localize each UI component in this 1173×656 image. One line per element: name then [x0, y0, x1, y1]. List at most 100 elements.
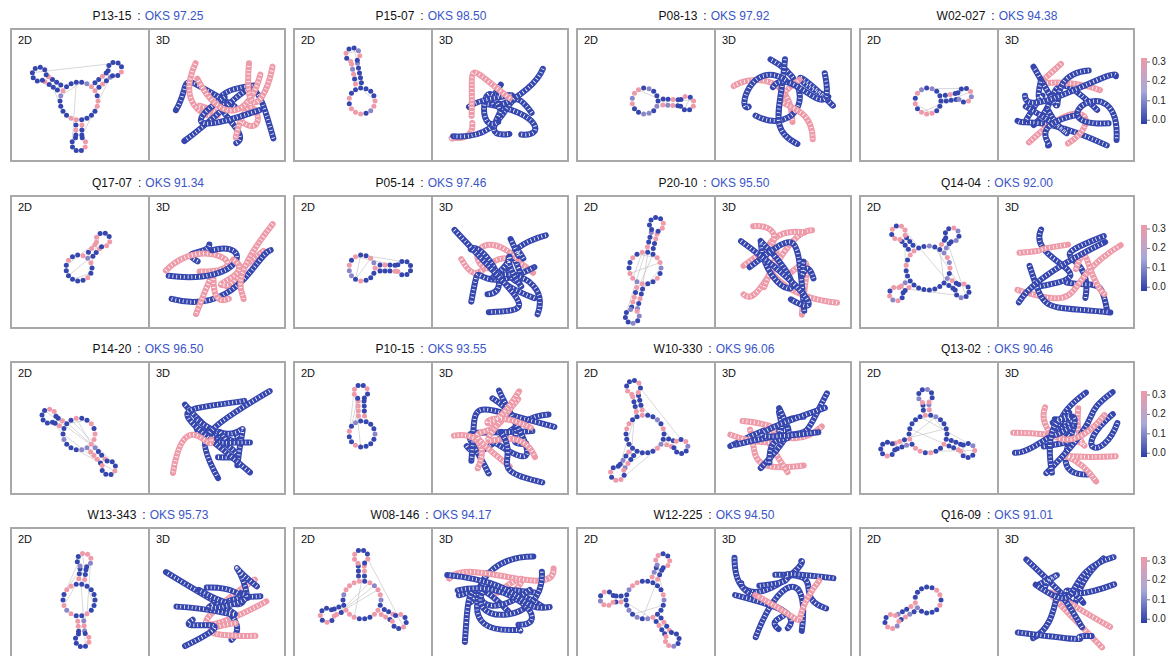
sample-id: W13-343	[88, 508, 137, 522]
rna-3d-drawing	[150, 30, 284, 160]
separator: :	[138, 176, 141, 190]
sample-panel: P14-20:OKS 96.502D3D	[10, 361, 286, 495]
sample-panel: Q17-07:OKS 91.342D3D	[10, 195, 286, 329]
panel-title: P05-14:OKS 97.46	[295, 176, 567, 190]
sample-panel: W10-330:OKS 96.062D3D	[576, 361, 852, 495]
sample-panel: P15-07:OKS 98.502D3D	[293, 28, 569, 162]
tertiary-structure-view: 3D	[431, 529, 567, 656]
tertiary-structure-view: 3D	[148, 529, 284, 656]
view-label: 2D	[301, 533, 315, 545]
view-label: 2D	[301, 201, 315, 213]
rna-2d-drawing	[578, 529, 712, 656]
sample-id: Q14-04	[941, 176, 981, 190]
view-label: 2D	[584, 367, 598, 379]
colorbar-tick-label: 0.1	[1152, 594, 1166, 605]
panel-title: W13-343: OKS 95.73	[12, 508, 284, 522]
tertiary-structure-view: 3D	[997, 197, 1133, 327]
secondary-structure-view: 2D	[578, 529, 714, 656]
oks-score: OKS 95.50	[711, 176, 770, 190]
panel-title: P15-07: OKS 98.50	[295, 9, 567, 23]
panel-title: Q13-02:OKS 90.46	[861, 342, 1133, 356]
rna-2d-drawing	[12, 197, 146, 327]
panel-title: W12-225:OKS 94.50	[578, 508, 850, 522]
secondary-structure-view: 2D	[295, 30, 431, 160]
rna-2d-drawing	[295, 30, 429, 160]
colorbar-tick-label: 0.3	[1152, 555, 1166, 566]
colorbar-tick-label: 0.2	[1152, 408, 1166, 419]
view-label: 3D	[1005, 533, 1019, 545]
rna-2d-drawing	[12, 363, 146, 493]
panel-title: W02-027:OKS 94.38	[861, 9, 1133, 23]
sample-panel: P13-15:OKS 97.252D3D	[10, 28, 286, 162]
rna-3d-drawing	[433, 30, 567, 160]
tertiary-structure-view: 3D	[148, 30, 284, 160]
view-label: 3D	[439, 533, 453, 545]
view-label: 2D	[867, 34, 881, 46]
secondary-structure-view: 2D	[861, 363, 997, 493]
colorbar-tick-label: 0.0	[1152, 447, 1166, 458]
tertiary-structure-view: 3D	[431, 363, 567, 493]
view-label: 3D	[156, 201, 170, 213]
tertiary-structure-view: 3D	[714, 529, 850, 656]
oks-score: OKS 98.50	[428, 9, 487, 23]
view-label: 2D	[867, 367, 881, 379]
separator: :	[703, 176, 706, 190]
colorbar-tick-label: 0.2	[1152, 242, 1166, 253]
secondary-structure-view: 2D	[861, 529, 997, 656]
view-label: 3D	[1005, 34, 1019, 46]
tertiary-structure-view: 3D	[997, 529, 1133, 656]
secondary-structure-view: 2D	[578, 30, 714, 160]
colorbar-tick-label: 0.0	[1152, 613, 1166, 624]
rna-2d-drawing	[295, 197, 429, 327]
tertiary-structure-view: 3D	[431, 197, 567, 327]
separator: :	[420, 9, 423, 23]
oks-score: OKS 95.73	[150, 508, 209, 522]
colorbar	[1140, 556, 1152, 624]
separator: :	[987, 342, 990, 356]
secondary-structure-view: 2D	[578, 363, 714, 493]
panel-title: P10-15:OKS 93.55	[295, 342, 567, 356]
view-label: 2D	[301, 34, 315, 46]
colorbar	[1140, 390, 1152, 458]
rna-3d-drawing	[150, 363, 284, 493]
rna-2d-drawing	[295, 529, 429, 656]
oks-score: OKS 91.01	[994, 508, 1053, 522]
oks-score: OKS 97.46	[428, 176, 487, 190]
secondary-structure-view: 2D	[12, 363, 148, 493]
panel-title: P08-13:OKS 97.92	[578, 9, 850, 23]
panel-title: Q16-09:OKS 91.01	[861, 508, 1133, 522]
sample-panel: P08-13:OKS 97.922D3D	[576, 28, 852, 162]
separator: :	[142, 508, 145, 522]
oks-score: OKS 96.06	[716, 342, 775, 356]
rna-3d-drawing	[999, 363, 1133, 493]
rna-3d-drawing	[433, 197, 567, 327]
view-label: 2D	[867, 201, 881, 213]
oks-score: OKS 97.92	[711, 9, 770, 23]
oks-score: OKS 97.25	[145, 9, 204, 23]
sample-id: W10-330	[654, 342, 703, 356]
panel-title: P20-10:OKS 95.50	[578, 176, 850, 190]
tertiary-structure-view: 3D	[714, 363, 850, 493]
view-label: 2D	[301, 367, 315, 379]
sample-panel: Q13-02:OKS 90.462D3D	[859, 361, 1135, 495]
panel-title: P13-15:OKS 97.25	[12, 9, 284, 23]
secondary-structure-view: 2D	[295, 529, 431, 656]
sample-panel: W12-225:OKS 94.502D3D	[576, 527, 852, 656]
panel-title: Q17-07:OKS 91.34	[12, 176, 284, 190]
separator: :	[137, 342, 140, 356]
separator: :	[420, 342, 423, 356]
oks-score: OKS 92.00	[994, 176, 1053, 190]
colorbar-tick-label: 0.0	[1152, 114, 1166, 125]
panel-title: P14-20:OKS 96.50	[12, 342, 284, 356]
sample-id: P15-07	[376, 9, 415, 23]
colorbar-tick-label: 0.3	[1152, 56, 1166, 67]
sample-panel: Q16-09:OKS 91.012D3D	[859, 527, 1135, 656]
tertiary-structure-view: 3D	[431, 30, 567, 160]
sample-panel: W13-343:OKS 95.732D3D	[10, 527, 286, 656]
sample-id: P13-15	[93, 9, 132, 23]
panel-title: W10-330:OKS 96.06	[578, 342, 850, 356]
oks-score: OKS 96.50	[145, 342, 204, 356]
sample-panel: Q14-04:OKS 92.002D3D	[859, 195, 1135, 329]
tertiary-structure-view: 3D	[148, 363, 284, 493]
rna-3d-drawing	[999, 197, 1133, 327]
